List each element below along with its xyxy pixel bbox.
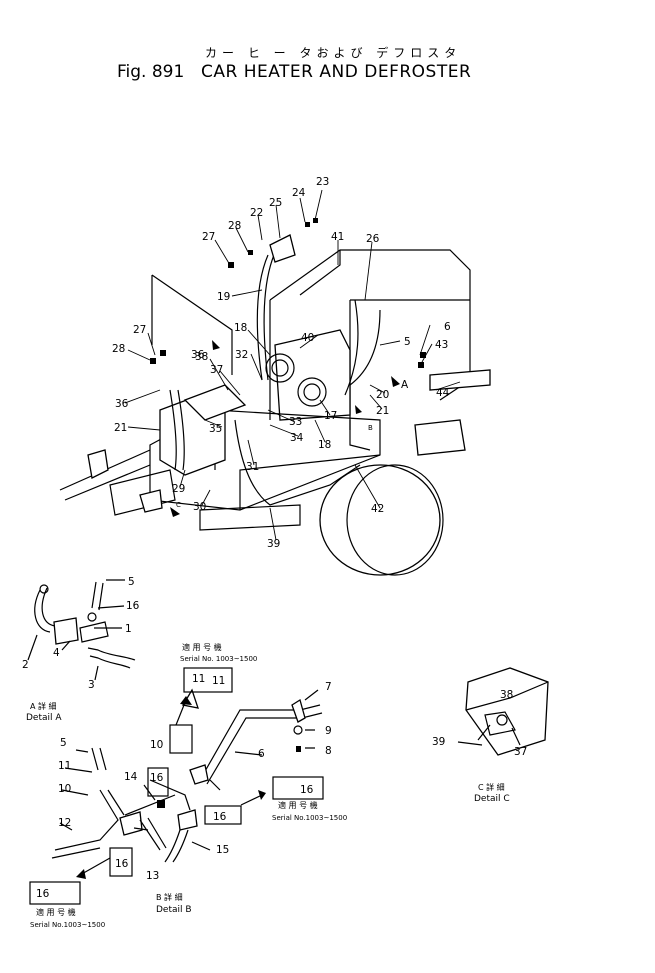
callout: 12 <box>58 817 71 829</box>
detail-c-drawing <box>457 667 549 756</box>
callout: 32 <box>235 349 248 361</box>
main-callouts: 23 24 25 22 28 27 41 26 19 27 6 28 40 5 … <box>112 176 451 550</box>
serial-bottom-jp: 適 用 号 機 <box>36 907 76 917</box>
callout: 11 <box>192 673 205 685</box>
callout: 41 <box>331 231 344 243</box>
detail-b-caption: Detail B <box>156 905 192 915</box>
figure-title: CAR HEATER AND DEFROSTER <box>201 62 472 82</box>
callout: 9 <box>325 725 332 737</box>
serial-right-jp: 適 用 号 機 <box>278 800 318 810</box>
callout: 29 <box>172 483 185 495</box>
callout: A <box>401 379 409 391</box>
callout: 38 <box>500 689 513 701</box>
callout: 10 <box>150 739 163 751</box>
detail-c-caption: Detail C <box>474 794 510 804</box>
serial-top-part: 11 <box>212 675 225 687</box>
callout: 34 <box>290 432 304 444</box>
detail-c-caption-jp: C 詳 細 <box>478 782 505 792</box>
callout: 15 <box>216 844 229 856</box>
callout: 5 <box>60 737 67 749</box>
serial-top-jp: 適 用 号 機 <box>182 642 222 652</box>
detail-a-caption: Detail A <box>26 713 62 723</box>
callout: 11 <box>58 760 71 772</box>
callout: 6 <box>444 321 451 333</box>
callout: 3 <box>88 679 95 691</box>
callout: 2 <box>22 659 29 671</box>
callout: 21 <box>376 405 389 417</box>
callout: 16 <box>213 811 227 823</box>
serial-bottom: Serial No.1003~1500 <box>30 921 105 929</box>
callout: 19 <box>217 291 230 303</box>
callout: 16 <box>150 772 164 784</box>
callout: 1 <box>125 623 132 635</box>
callout: 31 <box>246 461 259 473</box>
callout: C <box>176 501 181 509</box>
callout: B <box>368 424 373 432</box>
callout: 8 <box>325 745 332 757</box>
callout: 20 <box>376 389 389 401</box>
callout: 40 <box>301 332 314 344</box>
callout: 35 <box>209 423 222 435</box>
callout: 25 <box>269 197 282 209</box>
serial-right-part: 16 <box>300 784 314 796</box>
callout: 16 <box>115 858 129 870</box>
callout: 27 <box>202 231 215 243</box>
callout: 23 <box>316 176 329 188</box>
japanese-title: カー ヒ ー タおよび デフロスタ <box>205 46 462 60</box>
callout: 22 <box>250 207 263 219</box>
callout: 7 <box>325 681 332 693</box>
callout: 38 <box>195 351 208 363</box>
callout: 39 <box>432 736 445 748</box>
callout: 16 <box>126 600 140 612</box>
detail-a-drawing <box>27 579 136 681</box>
callout: 21 <box>114 422 127 434</box>
detail-b-drawing <box>29 667 324 905</box>
callout: 6 <box>258 748 265 760</box>
serial-top: Serial No. 1003~1500 <box>180 655 257 663</box>
callout: 5 <box>128 576 135 588</box>
serial-bottom-part: 16 <box>36 888 50 900</box>
callout: 10 <box>58 783 71 795</box>
callout: 28 <box>228 220 241 232</box>
main-assembly-drawing <box>59 189 491 576</box>
callout: 17 <box>324 410 337 422</box>
serial-right: Serial No.1003~1500 <box>272 814 347 822</box>
callout: 30 <box>193 501 206 513</box>
callout: 39 <box>267 538 280 550</box>
callout: 36 <box>191 349 205 361</box>
callout: 42 <box>371 503 384 515</box>
callout: 5 <box>404 336 411 348</box>
callout: 28 <box>112 343 125 355</box>
callout: 36 <box>115 398 129 410</box>
callout: 27 <box>133 324 146 336</box>
callout: 26 <box>366 233 380 245</box>
callout: 37 <box>210 364 223 376</box>
detail-a-caption-jp: A 詳 細 <box>30 701 57 711</box>
callout: 37 <box>514 746 527 758</box>
callout: 18 <box>318 439 331 451</box>
callout: 14 <box>124 771 138 783</box>
callout: 43 <box>435 339 448 351</box>
callout: 33 <box>289 416 302 428</box>
callout: 4 <box>53 647 60 659</box>
detail-a-callouts: 5 16 1 2 4 3 A 詳 細 Detail A <box>22 576 140 723</box>
callout: 13 <box>146 870 159 882</box>
callout: 44 <box>436 387 450 399</box>
callout: 18 <box>234 322 247 334</box>
detail-b-callouts: 7 11 9 8 10 6 5 11 14 16 10 16 12 13 16 … <box>30 642 347 929</box>
figure-number: Fig. 891 <box>117 62 185 82</box>
detail-b-caption-jp: B 詳 細 <box>156 892 183 902</box>
callout: 24 <box>292 187 306 199</box>
detail-c-callouts: 38 39 37 C 詳 細 Detail C <box>432 689 527 804</box>
